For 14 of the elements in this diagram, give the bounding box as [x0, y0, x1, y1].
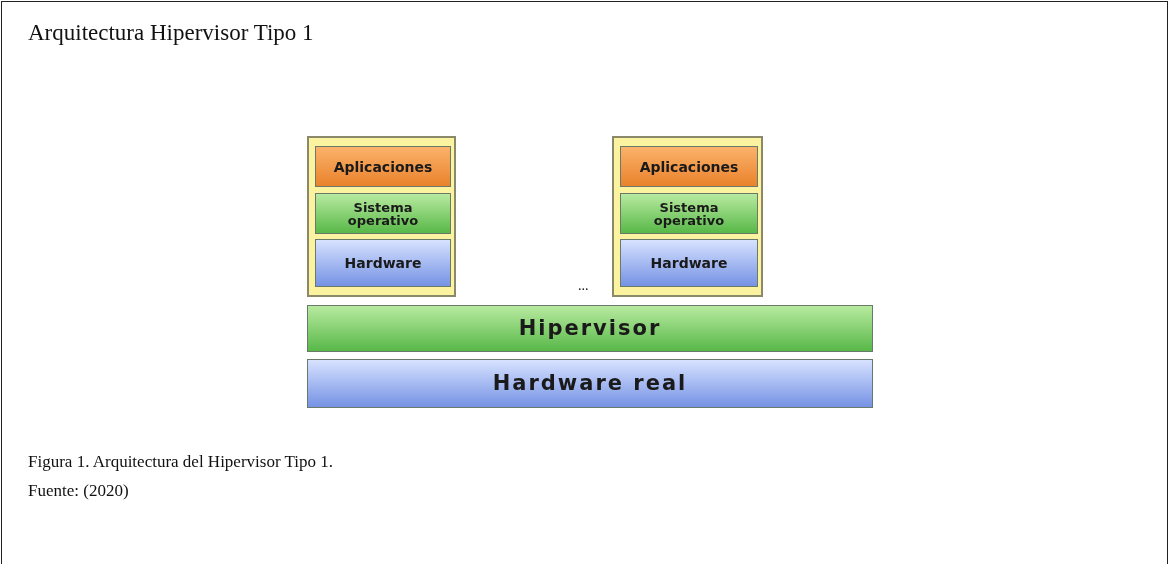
- virtual-machine-frame: [612, 136, 763, 297]
- layer-box: Sistema operativo: [315, 193, 451, 234]
- ellipsis-mark: ...: [578, 278, 589, 294]
- layer-box: Hardware: [620, 239, 758, 287]
- layer-box: Hipervisor: [307, 305, 873, 352]
- figure-title: Arquitectura Hipervisor Tipo 1: [28, 20, 314, 46]
- layer-box: Hardware: [315, 239, 451, 287]
- layer-box: Hardware real: [307, 359, 873, 408]
- source-note: Fuente: (2020): [28, 481, 129, 501]
- layer-box: Aplicaciones: [620, 146, 758, 187]
- virtual-machine-frame: [307, 136, 456, 297]
- layer-box: Sistema operativo: [620, 193, 758, 234]
- layer-box: Aplicaciones: [315, 146, 451, 187]
- figure-caption: Figura 1. Arquitectura del Hipervisor Tipo 1.: [28, 452, 334, 472]
